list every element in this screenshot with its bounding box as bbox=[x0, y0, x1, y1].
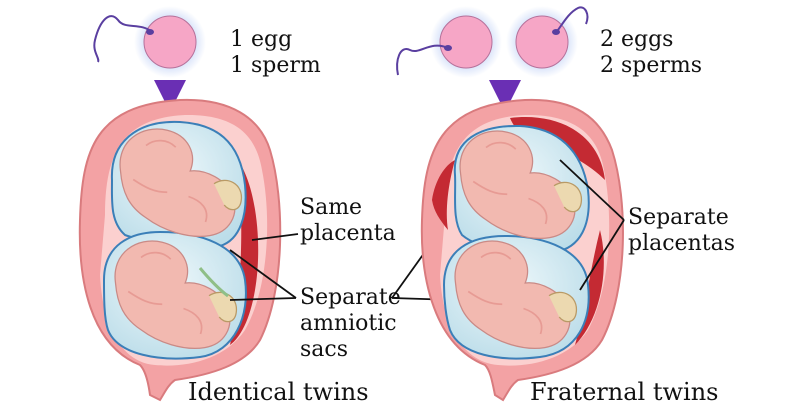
sac-label-line-2: amniotic bbox=[300, 311, 397, 336]
placenta-leader bbox=[251, 233, 299, 241]
middle-labels: Same placenta Separate amniotic sacs bbox=[229, 195, 456, 362]
cell-label-line-1: 1 egg bbox=[230, 27, 292, 52]
fraternal-panel: 2 eggs 2 sperms Separate placentas Frate… bbox=[396, 6, 735, 406]
placentas-leader-bottom bbox=[579, 219, 625, 291]
sperm-tail-1 bbox=[396, 44, 449, 76]
egg-cell bbox=[143, 15, 197, 69]
sac-label-line-3: sacs bbox=[300, 337, 348, 362]
cell-label-line-2: 1 sperm bbox=[230, 53, 321, 78]
egg-cell-1 bbox=[439, 15, 493, 69]
sac-label-line-1: Separate bbox=[300, 285, 401, 310]
identical-twins-title: Identical twins bbox=[188, 378, 369, 406]
cell-label-line-1-right: 2 eggs bbox=[600, 27, 673, 52]
fraternal-twins-title: Fraternal twins bbox=[530, 378, 718, 406]
cell-label-line-2-right: 2 sperms bbox=[600, 53, 702, 78]
placenta-3 bbox=[432, 160, 455, 230]
sperm-tail-2 bbox=[557, 6, 589, 31]
egg-cell-2 bbox=[515, 15, 569, 69]
placenta-label-line-1: Same bbox=[300, 195, 362, 220]
sperm-head-2 bbox=[552, 29, 560, 35]
placenta-label-line-2: placenta bbox=[300, 221, 396, 246]
umbilical-cord bbox=[198, 267, 229, 298]
sperm-head-1 bbox=[444, 45, 452, 51]
identical-panel: 1 egg 1 sperm Identical twins bbox=[78, 6, 369, 406]
sac-leader-left-bottom bbox=[229, 297, 297, 301]
sac-leader-left-top bbox=[229, 249, 297, 299]
placentas-leader-top bbox=[559, 159, 625, 221]
placentas-label-line-1: Separate bbox=[628, 205, 729, 230]
sperm-head bbox=[146, 29, 154, 35]
sperm-tail bbox=[93, 15, 153, 63]
placentas-label-line-2: placentas bbox=[628, 231, 735, 256]
